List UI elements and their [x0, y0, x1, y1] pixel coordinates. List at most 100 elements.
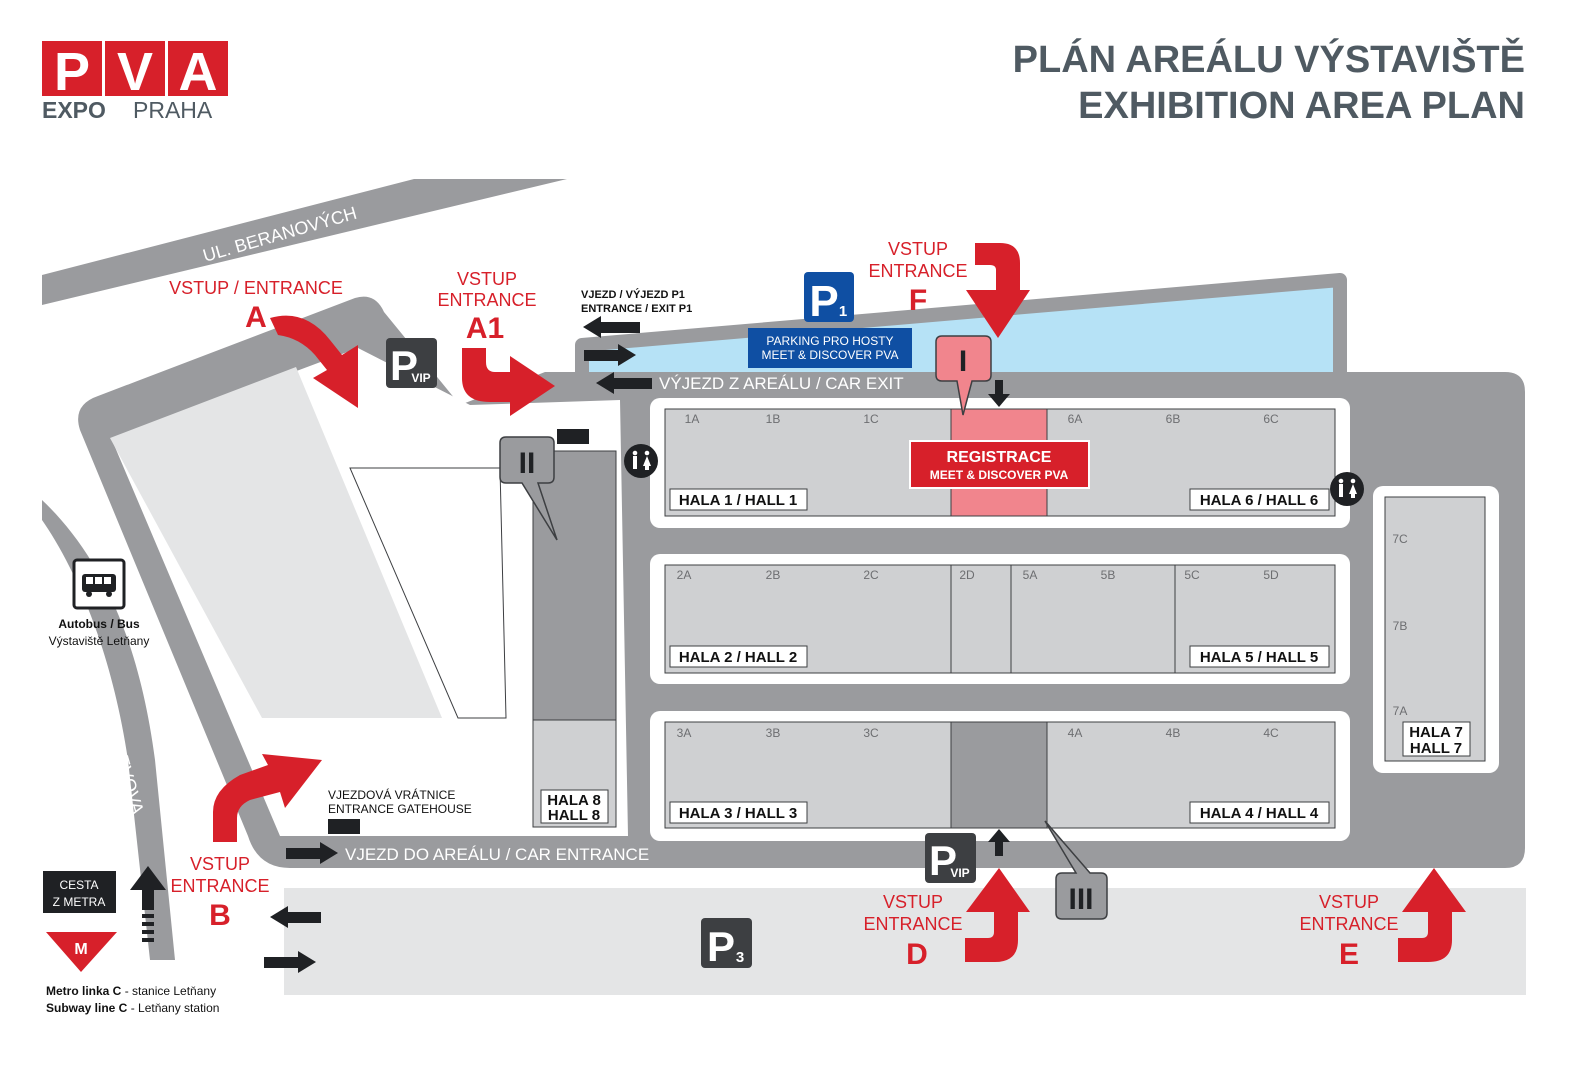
- entrance-f-label-line2: ENTRANCE: [868, 261, 967, 281]
- entrance-a-letter: A: [245, 301, 267, 334]
- gate-iii-callout: III: [1044, 820, 1108, 920]
- entrance-a1-label-line2: ENTRANCE: [437, 290, 536, 310]
- entrance-b-letter: B: [209, 899, 231, 932]
- gate-ii-label: II: [519, 447, 536, 480]
- gate-iii-arrow: [988, 829, 1010, 856]
- outlined-lot: [349, 467, 507, 719]
- vip-subscript: VIP: [411, 371, 430, 385]
- parking-vip-sign-south: P VIP: [925, 833, 976, 884]
- section-label: 5D: [1263, 568, 1279, 582]
- section-label: 5B: [1101, 568, 1116, 582]
- logo-box-a: [168, 41, 228, 96]
- entrance-e-label-line2: ENTRANCE: [1299, 914, 1398, 934]
- section-label: 7A: [1393, 704, 1408, 718]
- vip-subscript: VIP: [950, 866, 969, 880]
- section-label: 6C: [1263, 412, 1279, 426]
- p1-exit-arrow: [583, 316, 640, 338]
- title-english: EXHIBITION AREA PLAN: [1078, 85, 1525, 127]
- entrance-f-label-line1: VSTUP: [888, 239, 948, 259]
- registration-sign: [909, 440, 1090, 489]
- entrance-a-label: VSTUP / ENTRANCE: [169, 278, 343, 298]
- car-exit-arrow: [596, 372, 652, 394]
- logo-letter-p: P: [54, 42, 90, 102]
- hall7-label-line1: HALA 7: [1409, 724, 1463, 741]
- logo-letter-a: A: [179, 42, 218, 102]
- entrance-d-arrow: [965, 868, 1030, 962]
- hall8-label-line2: HALL 8: [548, 807, 600, 824]
- gatehouse-label-line1: VJEZDOVÁ VRÁTNICE: [328, 787, 455, 802]
- section-label: 6A: [1068, 412, 1083, 426]
- registration-subtitle: MEET & DISCOVER PVA: [930, 468, 1069, 482]
- pva-logo: P V A EXPO PRAHA: [42, 41, 228, 123]
- guest-parking-sign: [748, 328, 912, 368]
- section-label: 2A: [677, 568, 692, 582]
- section-label: 3B: [766, 726, 781, 740]
- logo-word-expo: EXPO: [42, 97, 106, 123]
- hall-row-3: 3A 3B 3C 4A 4B 4C HALA 3 / HALL 3 HALA 4…: [664, 721, 1336, 829]
- section-label: 2B: [766, 568, 781, 582]
- gate-i-arrow: [988, 380, 1010, 407]
- p1-subscript: 1: [839, 303, 847, 320]
- p3-letter: P: [707, 923, 735, 970]
- parking-vip-sign-north: P VIP: [386, 338, 437, 389]
- section-label: 1A: [685, 412, 700, 426]
- guest-parking-line1: PARKING PRO HOSTY: [766, 334, 893, 348]
- section-label: 6B: [1166, 412, 1181, 426]
- hall7-label-box: [1402, 721, 1471, 757]
- hall2-label-box: [669, 645, 808, 668]
- gatehouse-label-line2: ENTRANCE GATEHOUSE: [328, 802, 472, 816]
- entrance-e-arrow: [1398, 868, 1466, 962]
- section-label: 5A: [1023, 568, 1038, 582]
- section-label: 3A: [677, 726, 692, 740]
- hall6-label: HALA 6 / HALL 6: [1200, 492, 1318, 509]
- entrance-d-label-line2: ENTRANCE: [863, 914, 962, 934]
- entrance-a-arrow: [270, 315, 358, 408]
- metro-arrow: [130, 866, 166, 942]
- parking-p3-area: [284, 888, 1526, 995]
- metro-logo-icon: M: [46, 932, 117, 972]
- hall4-label: HALA 4 / HALL 4: [1200, 805, 1319, 822]
- entrance-e-label-line1: VSTUP: [1319, 892, 1379, 912]
- section-label: 2D: [959, 568, 975, 582]
- hall8-label-line1: HALA 8: [547, 792, 601, 809]
- entrance-f-letter: F: [909, 284, 927, 317]
- entrance-b-arrow: [213, 754, 322, 842]
- entrance-a1-arrow: [462, 348, 555, 416]
- gate-ii-callout: II: [499, 436, 558, 541]
- entrance-a1-label-line1: VSTUP: [457, 269, 517, 289]
- entrance-d-label-line1: VSTUP: [883, 892, 943, 912]
- hall7-label-line2: HALL 7: [1410, 740, 1462, 757]
- p3-entry-arrow: [264, 951, 316, 973]
- parking-p1-sign: P 1: [804, 272, 854, 326]
- p3-subscript: 3: [736, 949, 744, 966]
- entrance-f-arrow: [966, 243, 1030, 338]
- restroom-icon: [624, 444, 658, 478]
- street-tupolevova: [42, 500, 175, 960]
- registration-title: REGISTRACE: [947, 449, 1052, 466]
- metro-logo-letter: M: [74, 941, 87, 958]
- entrance-d-letter: D: [906, 938, 928, 971]
- gate-iii-label: III: [1068, 883, 1093, 916]
- gate-i-callout: I: [935, 335, 992, 416]
- parking-p3-sign: P 3: [701, 918, 752, 970]
- title-czech: PLÁN AREÁLU VÝSTAVIŠTĚ: [1013, 36, 1525, 81]
- metro-info-line1: Metro linka C - stanice Letňany: [46, 984, 216, 998]
- hall3-label: HALA 3 / HALL 3: [679, 805, 797, 822]
- section-label: 1C: [863, 412, 879, 426]
- vip-letter: P: [929, 837, 957, 884]
- gate-iii-zone: [950, 721, 1048, 829]
- section-label: 1B: [766, 412, 781, 426]
- section-label: 4C: [1263, 726, 1279, 740]
- guest-parking-line2: MEET & DISCOVER PVA: [762, 348, 899, 362]
- p1-access-label-line1: VJEZD / VÝJEZD P1: [581, 288, 685, 301]
- section-label: 2C: [863, 568, 879, 582]
- bus-stop-icon: [72, 558, 126, 610]
- gate-ii-marker: [557, 429, 589, 444]
- hall-row-2: 2A 2B 2C 2D 5A 5B 5C 5D HALA 2 / HALL 2 …: [664, 564, 1336, 674]
- gatehouse-marker: [328, 819, 360, 834]
- vip-letter: P: [390, 342, 418, 389]
- restroom-icon: [1330, 472, 1364, 506]
- hall1-label-box: [669, 488, 808, 511]
